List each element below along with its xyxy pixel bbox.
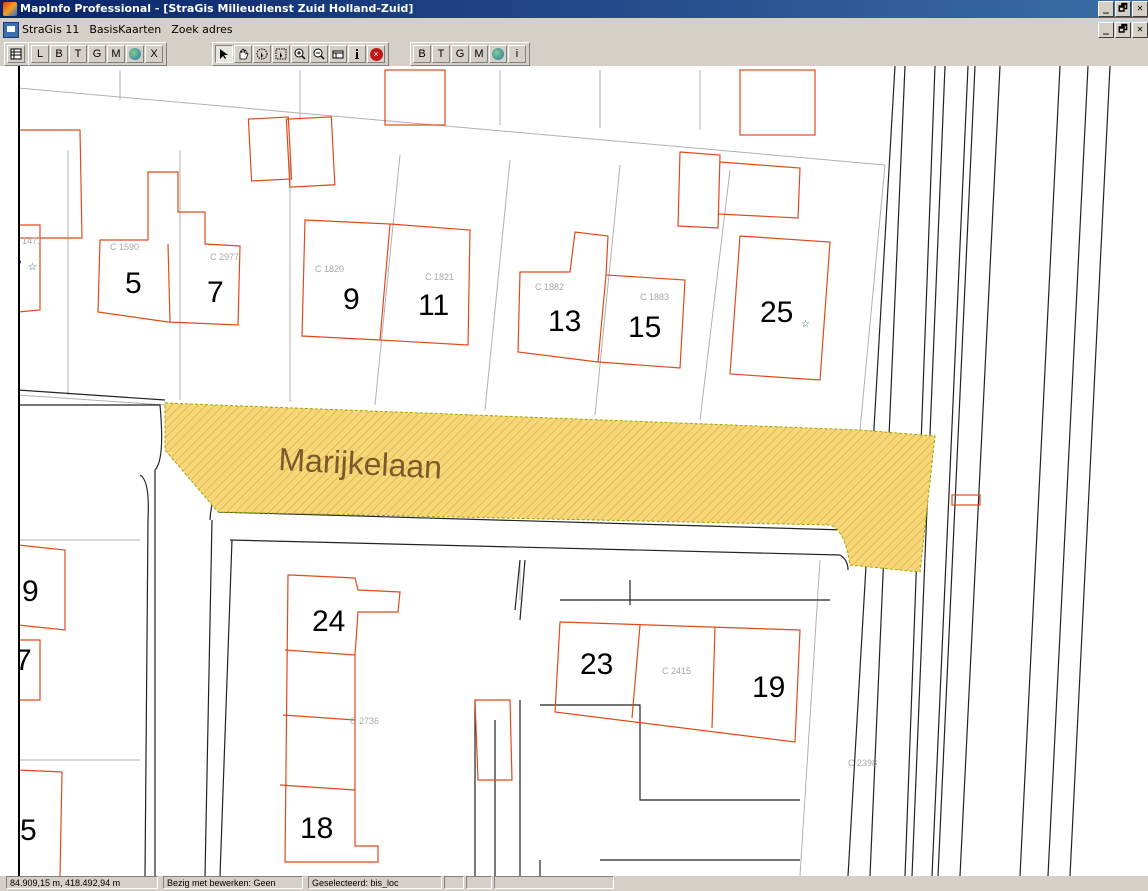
basemap2-b-button[interactable]: B — [413, 45, 431, 63]
document-icon[interactable] — [3, 22, 19, 38]
map-window-button[interactable] — [329, 45, 347, 63]
layer-control-button[interactable] — [7, 45, 25, 63]
menu-zoek-adres[interactable]: Zoek adres — [171, 23, 233, 36]
basemap-t-button[interactable]: T — [69, 45, 87, 63]
marquee-select-icon — [275, 48, 287, 60]
house-number: 18 — [300, 812, 333, 845]
stop-icon: × — [369, 47, 383, 61]
house-number: 25 — [760, 296, 793, 329]
layer-control-icon — [10, 48, 22, 60]
house-number: 7 — [207, 276, 224, 309]
road-edges — [17, 66, 1111, 876]
status-coordinates: 84.909,15 m, 418.492,94 m — [6, 876, 158, 889]
map-window[interactable]: Marijkelaan 5 7 9 11 13 15 25 24 23 19 1… — [0, 66, 1148, 876]
parcel-labels: C 1590 C 2977 C 1820 C 1821 C 1882 C 188… — [22, 236, 877, 768]
parcel-label: C 1590 — [110, 242, 139, 252]
basemap-l-button[interactable]: L — [31, 45, 49, 63]
document-window-controls: _ 🗗 ✕ — [1098, 22, 1148, 38]
basemap-m-button[interactable]: M — [107, 45, 125, 63]
house-number: 5 — [125, 267, 142, 300]
house-number: 19 — [752, 671, 785, 704]
house-number: 9 — [22, 575, 39, 608]
building-outlines — [17, 69, 981, 876]
star-marker-icon[interactable]: ☆ — [801, 319, 810, 330]
toolbar-group-layers — [4, 42, 29, 66]
zoom-in-button[interactable] — [291, 45, 309, 63]
parcel-label: C 1821 — [425, 272, 454, 282]
basemap2-m-button[interactable]: M — [470, 45, 488, 63]
minimize-button[interactable]: _ — [1098, 1, 1114, 17]
selected-street-polygon[interactable] — [164, 402, 936, 573]
radius-select-button[interactable] — [253, 45, 271, 63]
zoom-out-icon — [313, 48, 325, 60]
doc-minimize-button[interactable]: _ — [1098, 22, 1114, 38]
house-number: 5 — [20, 814, 37, 847]
close-button[interactable]: ✕ — [1132, 1, 1148, 17]
toolbar-group-basemaps-2: B T G M i — [410, 42, 530, 66]
parcel-lines — [17, 70, 886, 876]
house-number: 23 — [580, 648, 613, 681]
house-number: 11 — [418, 289, 449, 322]
parcel-label: C 1882 — [535, 282, 564, 292]
hand-icon — [239, 48, 249, 60]
restore-button[interactable]: 🗗 — [1115, 1, 1131, 17]
basemap2-t-button[interactable]: T — [432, 45, 450, 63]
basemap-globe-button[interactable] — [126, 45, 144, 63]
stop-button[interactable]: × — [367, 45, 385, 63]
status-selected: Geselecteerd: bis_loc — [308, 876, 442, 889]
toolbar-group-tools: × — [212, 42, 389, 66]
status-panel-empty — [494, 876, 614, 889]
basemap2-g-button[interactable]: G — [451, 45, 469, 63]
doc-restore-button[interactable]: 🗗 — [1115, 22, 1131, 38]
parcel-label: C 2736 — [350, 716, 379, 726]
basemap-b-button[interactable]: B — [50, 45, 68, 63]
arrow-pointer-icon — [220, 49, 228, 59]
status-bar: 84.909,15 m, 418.492,94 m Bezig met bewe… — [0, 876, 1148, 891]
parcel-label: C 2415 — [662, 666, 691, 676]
doc-close-button[interactable]: ✕ — [1132, 22, 1148, 38]
parcel-label: C 2398 — [848, 758, 877, 768]
window-controls: _ 🗗 ✕ — [1098, 1, 1148, 17]
info-icon — [355, 49, 359, 59]
map-left-border — [0, 66, 20, 876]
menu-bar: StraGis 11 BasisKaarten Zoek adres _ 🗗 ✕ — [0, 19, 1148, 40]
marquee-select-button[interactable] — [272, 45, 290, 63]
star-marker-icon[interactable]: ☆ — [28, 262, 37, 273]
parcel-label: C 1820 — [315, 264, 344, 274]
basemap-g-button[interactable]: G — [88, 45, 106, 63]
status-panel-empty — [466, 876, 492, 889]
zoom-out-button[interactable] — [310, 45, 328, 63]
globe-icon — [129, 48, 141, 60]
basemap2-info-button[interactable]: i — [508, 45, 526, 63]
window-title: MapInfo Professional - [StraGis Milieudi… — [20, 2, 414, 15]
parcel-label: C 2977 — [210, 252, 239, 262]
basemap-x-button[interactable]: X — [145, 45, 163, 63]
basemap2-globe-button[interactable] — [489, 45, 507, 63]
house-number: 15 — [628, 311, 661, 344]
map-window-icon — [332, 50, 344, 59]
status-editing: Bezig met bewerken: Geen — [163, 876, 303, 889]
mapinfo-app-icon[interactable] — [3, 2, 17, 16]
radius-select-icon — [256, 48, 268, 60]
menu-basiskaarten[interactable]: BasisKaarten — [89, 23, 162, 36]
pan-tool-button[interactable] — [234, 45, 252, 63]
house-numbers: 5 7 9 11 13 15 25 24 23 19 18 9 7 5 — [15, 267, 793, 847]
toolbar: L B T G M X × B — [0, 40, 1148, 67]
house-number: 13 — [548, 305, 581, 338]
toolbar-group-basemaps-1: L B T G M X — [28, 42, 167, 66]
street-label: Marijkelaan — [278, 441, 443, 486]
parcel-label: C 1883 — [640, 292, 669, 302]
title-bar: MapInfo Professional - [StraGis Milieudi… — [0, 0, 1148, 18]
house-number: 9 — [343, 283, 360, 316]
menu-stragis[interactable]: StraGis 11 — [22, 23, 80, 36]
info-tool-button[interactable] — [348, 45, 366, 63]
map-canvas[interactable]: Marijkelaan 5 7 9 11 13 15 25 24 23 19 1… — [0, 66, 1148, 876]
globe-icon — [492, 48, 504, 60]
zoom-in-icon — [294, 48, 306, 60]
status-panel-empty — [444, 876, 464, 889]
parcel-label: 1471 — [22, 236, 42, 246]
select-tool-button[interactable] — [215, 45, 233, 63]
house-number: 24 — [312, 605, 345, 638]
